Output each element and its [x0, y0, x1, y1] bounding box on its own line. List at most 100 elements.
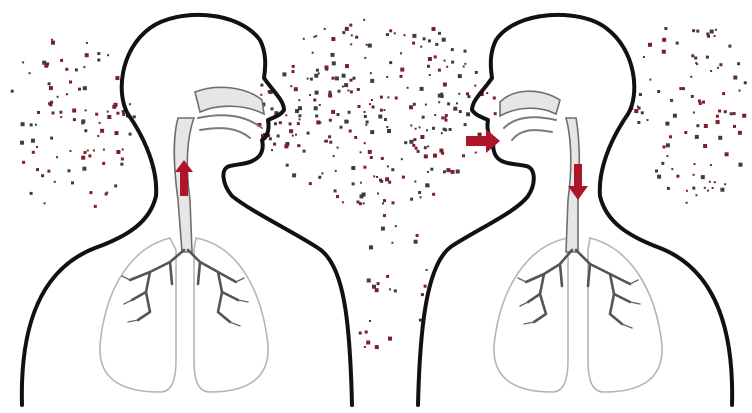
droplet-particle	[381, 227, 385, 231]
droplet-particle	[669, 135, 672, 138]
droplet-particle	[48, 82, 51, 85]
droplet-particle	[60, 116, 62, 118]
droplet-particle	[422, 116, 425, 119]
droplet-particle	[133, 115, 136, 118]
droplet-particle	[315, 115, 318, 118]
droplet-particle	[451, 48, 454, 51]
droplet-particle	[417, 150, 420, 153]
droplet-particle	[401, 158, 403, 160]
droplet-particle	[380, 109, 383, 112]
droplet-particle	[268, 90, 271, 93]
droplet-particle	[309, 182, 312, 185]
droplet-particle	[724, 110, 727, 113]
droplet-particle	[451, 170, 455, 174]
recipient-right-lung	[588, 238, 662, 392]
droplet-particle	[701, 175, 705, 179]
droplet-particle	[383, 199, 386, 202]
droplet-particle	[44, 202, 46, 204]
droplet-particle	[718, 136, 722, 140]
droplet-particle	[325, 66, 329, 70]
droplet-particle	[309, 94, 311, 96]
droplet-particle	[410, 125, 412, 127]
droplet-particle	[364, 346, 366, 348]
droplet-particle	[427, 145, 429, 147]
droplet-particle	[83, 86, 87, 90]
droplet-particle	[426, 269, 428, 271]
recipient-left-bronchi	[526, 250, 572, 322]
droplet-particle	[347, 121, 349, 123]
droplet-particle	[704, 124, 708, 128]
droplet-particle	[360, 194, 364, 198]
droplet-particle	[649, 79, 651, 81]
droplet-particle	[316, 69, 319, 72]
droplet-particle	[737, 62, 740, 65]
droplet-particle	[324, 28, 326, 30]
droplet-particle	[363, 166, 366, 169]
droplet-particle	[424, 285, 427, 288]
droplet-particle	[314, 74, 318, 78]
droplet-particle	[696, 194, 698, 196]
droplet-particle	[315, 35, 317, 37]
droplet-particle	[335, 76, 339, 80]
droplet-particle	[409, 105, 413, 109]
droplet-particle	[84, 129, 87, 132]
droplet-particle	[692, 187, 695, 190]
droplet-particle	[370, 156, 373, 159]
droplet-particle	[81, 119, 85, 123]
droplet-particle	[89, 191, 92, 194]
droplet-particle	[363, 202, 365, 204]
droplet-particle	[70, 150, 72, 152]
droplet-particle	[694, 163, 696, 165]
droplet-particle	[739, 163, 743, 167]
droplet-particle	[382, 202, 384, 204]
droplet-particle	[425, 183, 429, 187]
droplet-particle	[364, 115, 367, 118]
droplet-particle	[22, 161, 25, 164]
droplet-particle	[303, 150, 306, 153]
droplet-particle	[432, 193, 435, 196]
droplet-particle	[364, 111, 366, 113]
droplet-particle	[441, 132, 443, 134]
droplet-particle	[328, 94, 332, 98]
droplet-particle	[695, 62, 697, 64]
droplet-particle	[400, 52, 402, 54]
droplet-particle	[369, 103, 371, 105]
droplet-particle	[387, 96, 389, 98]
droplet-particle	[695, 135, 699, 139]
droplet-particle	[22, 61, 24, 63]
droplet-particle	[707, 190, 709, 192]
droplet-particle	[372, 106, 375, 109]
droplet-particle	[423, 37, 426, 40]
droplet-particle	[319, 122, 321, 124]
droplet-particle	[420, 196, 422, 198]
droplet-particle	[430, 168, 433, 171]
droplet-particle	[370, 72, 372, 74]
droplet-particle	[95, 113, 98, 116]
droplet-particle	[686, 202, 688, 204]
droplet-particle	[21, 122, 25, 126]
droplet-particle	[466, 112, 470, 116]
droplet-particle	[57, 96, 59, 98]
droplet-particle	[716, 115, 719, 118]
droplet-particle	[85, 53, 89, 57]
droplet-particle	[299, 118, 301, 120]
droplet-particle	[676, 175, 679, 178]
droplet-particle	[51, 41, 55, 45]
droplet-particle	[282, 72, 286, 76]
droplet-particle	[386, 33, 389, 36]
droplet-particle	[412, 34, 416, 38]
droplet-particle	[433, 154, 437, 158]
droplet-particle	[331, 110, 335, 114]
droplet-particle	[102, 162, 105, 165]
droplet-particle	[342, 86, 344, 88]
droplet-particle	[106, 192, 108, 194]
right-bronchi	[188, 250, 238, 322]
droplet-particle	[289, 129, 293, 133]
droplet-particle	[97, 52, 100, 55]
droplet-particle	[412, 42, 415, 45]
droplet-particle	[318, 72, 320, 74]
droplet-particle	[720, 188, 724, 192]
droplet-particle	[428, 57, 432, 61]
droplet-particle	[52, 112, 55, 115]
droplet-particle	[93, 150, 95, 152]
